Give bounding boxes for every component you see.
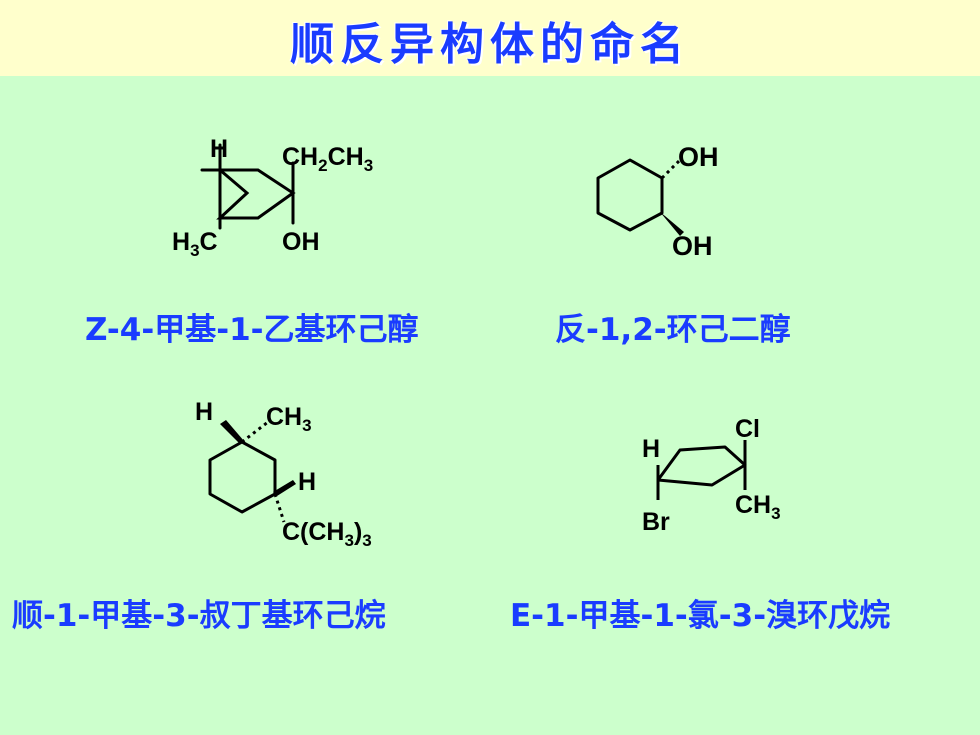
molecule-3-structure: H CH3 H C(CH3)3	[195, 398, 372, 550]
title-bar	[0, 0, 980, 76]
mol4-cl-label: Cl	[735, 415, 760, 443]
mol1-ch2-label: CH2CH3	[282, 143, 373, 175]
mol4-ch3-label: CH3	[735, 491, 781, 523]
mol3-ch3-label: CH3	[266, 403, 312, 435]
molecule-4-structure: H Cl CH3 Br	[642, 415, 781, 536]
molecule-2-structure: OH OH	[596, 142, 719, 261]
mol3-h-mid-label: H	[298, 468, 316, 496]
molecule-2-name: 反-1,2-环己二醇	[555, 312, 791, 348]
mol2-oh-bottom-label: OH	[672, 231, 713, 261]
mol3-h-top-label: H	[195, 398, 213, 426]
mol4-br-label: Br	[642, 508, 670, 536]
molecule-1-name: Z-4-甲基-1-乙基环己醇	[85, 312, 419, 348]
molecule-4-name: E-1-甲基-1-氯-3-溴环戊烷	[510, 598, 891, 634]
molecule-3-name: 顺-1-甲基-3-叔丁基环己烷	[12, 598, 386, 634]
mol1-h3c-label: H3C	[172, 228, 218, 260]
mol2-oh-top-label: OH	[678, 142, 719, 172]
mol1-oh-label: OH	[282, 228, 320, 256]
page-title: 顺反异构体的命名	[290, 19, 690, 70]
molecule-1-structure: H CH2CH3 H3C OH	[172, 135, 373, 260]
mol1-h-label: H	[210, 135, 228, 163]
mol3-tbu-label: C(CH3)3	[282, 518, 372, 550]
ring-1	[215, 168, 296, 220]
mol4-h-label: H	[642, 435, 660, 463]
